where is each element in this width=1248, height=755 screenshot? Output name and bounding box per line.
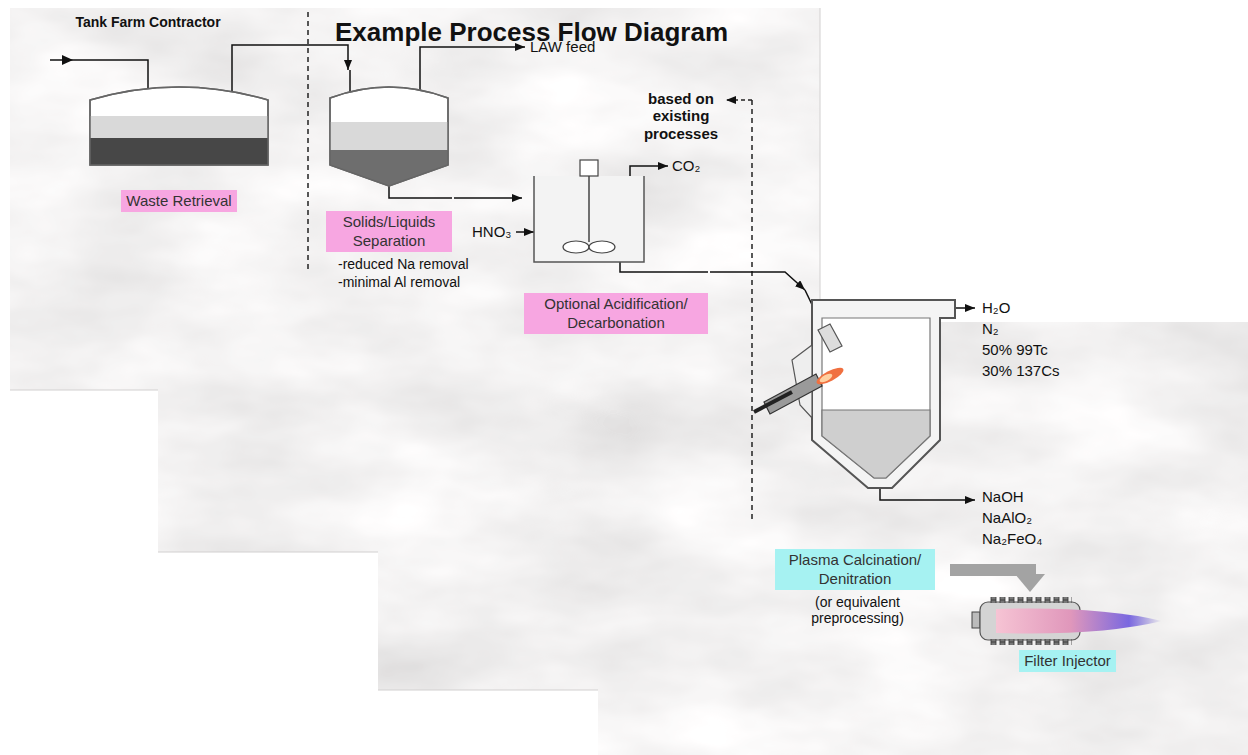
stream-label: 30% 137Cs [982,362,1060,379]
marble-sheets [10,8,820,690]
filter-injector [988,639,1072,645]
process-label: Optional Acidification/ Decarbonation [524,293,708,334]
separator-vessel [389,184,452,198]
plasma-calciner [955,307,975,309]
flow-connector [710,272,805,290]
storage-tank [90,138,268,165]
plasma-calciner [818,372,833,384]
mixing-tank [588,176,590,242]
mixing-tank [630,166,668,176]
marble-sheets [10,8,1248,755]
process-node: Filter Injector [970,592,1165,672]
plasma-calciner [814,365,845,388]
process-note: (or equivalent preprocessing) [785,594,930,626]
plasma-calciner [764,374,822,414]
stream-label: N₂ [982,320,999,337]
organization-label: Tank Farm Contractor [58,14,238,30]
separator-vessel [330,47,525,198]
plasma-calciner [818,324,842,352]
process-note: -reduced Na removal [338,256,469,272]
stream-label: LAW feed [530,38,595,55]
scope-note: based on existing processes [638,90,724,142]
filter-injector [996,609,1162,634]
stream-label: HNO₃ [472,223,511,240]
mixing-tank [580,160,598,176]
process-node: Waste Retrieval [86,72,272,212]
scope-divider [751,100,753,520]
separator-vessel [420,47,525,94]
mixing-tank [516,231,534,233]
storage-tank [50,60,148,90]
mixing-tank [589,241,615,253]
stream-label: 50% 99Tc [982,341,1048,358]
process-node: Solids/Liquids Separation [324,70,454,252]
filter-injector [972,612,980,628]
storage-tank [50,55,268,165]
process-label: Plasma Calcination/ Denitration [775,549,935,590]
marble-sheets [10,8,1248,755]
plasma-calciner [880,486,975,500]
plasma-calciner [754,290,975,500]
process-node: Optional Acidification/ Decarbonation [522,158,710,334]
storage-tank [90,116,268,138]
stream-label: NaAlO₂ [982,509,1032,526]
separator-vessel [330,122,448,150]
flow-connector [454,197,522,199]
mixing-tank [620,262,708,272]
mixing-tank [534,176,644,262]
mixing-tank [563,241,589,253]
storage-tank [90,87,268,165]
separator-vessel [330,150,448,186]
flow-connector [950,570,1030,574]
filter-injector [972,597,1162,645]
separator-vessel [330,87,448,186]
stream-label: NaOH [982,488,1024,505]
flow-connector [232,45,348,72]
stream-label: Na₂FeO₄ [982,530,1042,547]
scope-divider [308,12,752,520]
separator-vessel [330,87,448,186]
process-note: -minimal Al removal [338,274,460,290]
filter-injector [988,597,1072,603]
scope-divider [726,99,752,101]
plasma-calciner [822,410,930,478]
stream-label: CO₂ [672,157,700,174]
plasma-calciner [812,300,955,488]
process-node: Plasma Calcination/ Denitration [760,290,950,590]
mixing-tank [516,160,708,272]
storage-tank [90,87,268,165]
process-label: Waste Retrieval [121,190,236,212]
process-label: Solids/Liquids Separation [326,211,452,252]
plasma-calciner [754,392,792,412]
storage-tank [62,55,73,65]
process-label: Filter Injector [1019,650,1116,672]
stream-label: H₂O [982,299,1010,316]
scope-divider [307,12,309,270]
